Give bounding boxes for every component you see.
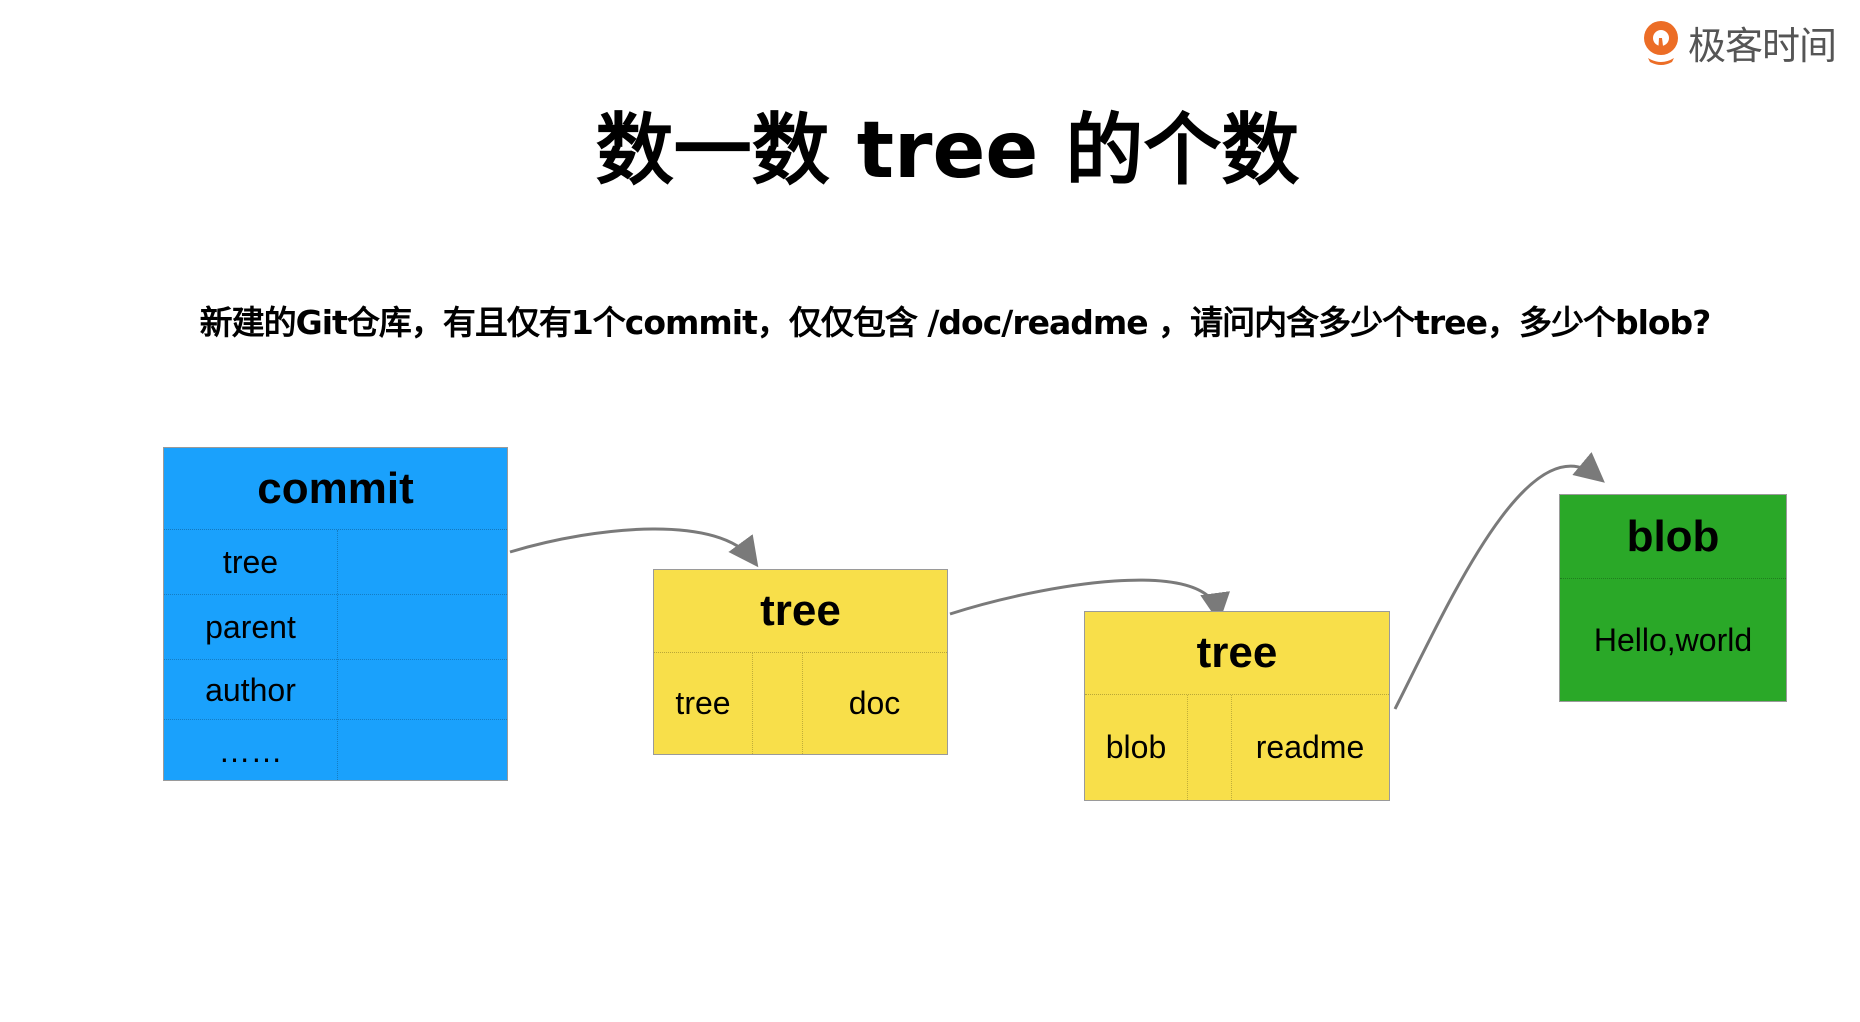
geektime-logo-icon [1644,21,1678,65]
entry-name: readme [1255,729,1365,765]
arrow-tree-to-tree [949,578,1230,623]
blob-header: blob [1560,495,1786,579]
column-divider [752,653,753,754]
column-divider [802,653,803,754]
geektime-logo: 极客时间 [1640,14,1860,70]
commit-row [164,660,507,720]
blob-object: blob Hello,world [1559,494,1787,702]
field-ellipsis: …… [218,732,283,769]
commit-header: commit [164,448,507,530]
logo-text: 极客时间 [1688,23,1837,68]
entry-type: tree [675,685,731,721]
entry-name: doc [848,685,901,721]
entry-type: blob [1105,729,1167,765]
column-divider [1187,695,1188,800]
blob-content: Hello,world [1593,621,1753,658]
commit-object: commit tree parent author …… [163,447,508,781]
tree-header: tree [1085,612,1389,695]
tree-object-doc: tree blob readme [1084,611,1390,801]
arrow-tree-to-blob [1393,452,1605,710]
arrow-commit-to-tree [509,527,759,568]
tree-object-root: tree tree doc [653,569,948,755]
tree-header: tree [654,570,947,653]
field-parent: parent [205,609,296,645]
column-divider [1231,695,1232,800]
field-tree: tree [222,544,279,580]
commit-row [164,530,507,595]
slide-title: 数一数 tree 的个数 [595,106,1300,196]
field-author: author [205,671,296,708]
commit-row [164,595,507,660]
column-divider [337,530,338,780]
question-text: 新建的Git仓库，有且仅有1个commit，仅仅包含 /doc/readme ，… [199,303,1712,342]
